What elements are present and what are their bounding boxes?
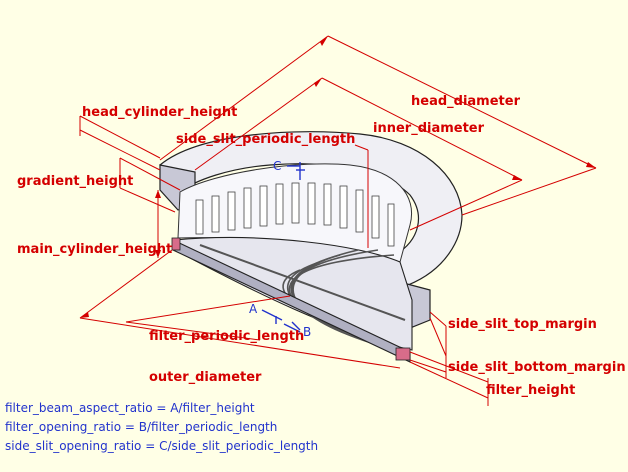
side-slit-periodic-length-label: side_slit_periodic_length bbox=[176, 132, 356, 147]
filter-cross-beam bbox=[199, 244, 406, 321]
marker-b-label: B bbox=[303, 325, 312, 339]
side-slit-bottom-margin-label: side_slit_bottom_margin bbox=[448, 360, 626, 375]
annotation-markers bbox=[261, 162, 305, 333]
head-diameter-label: head_diameter bbox=[411, 94, 520, 109]
formula-side-slit-opening-ratio: side_slit_opening_ratio = C/side_slit_pe… bbox=[5, 439, 319, 453]
head-cylinder-height-label: head_cylinder_height bbox=[82, 105, 238, 120]
filter-model bbox=[159, 131, 463, 363]
side-slits bbox=[195, 182, 395, 247]
base-right-corner bbox=[395, 347, 411, 361]
marker-a-label: A bbox=[249, 302, 258, 316]
dimension-lines bbox=[79, 35, 597, 406]
formula-filter-opening-ratio: filter_opening_ratio = B/filter_periodic… bbox=[5, 420, 278, 434]
formula-filter-beam-aspect-ratio: filter_beam_aspect_ratio = A/filter_heig… bbox=[5, 401, 255, 415]
head-outer-wall bbox=[159, 131, 463, 291]
gradient-height-label: gradient_height bbox=[17, 174, 134, 189]
filter-height-label: filter_height bbox=[486, 383, 576, 398]
inner-diameter-label: inner_diameter bbox=[373, 121, 485, 136]
side-slit-top-margin-label: side_slit_top_margin bbox=[448, 317, 597, 332]
outer-diameter-label: outer_diameter bbox=[149, 370, 262, 385]
base-left-corner bbox=[171, 237, 181, 251]
marker-c-label: C bbox=[273, 159, 282, 173]
filter-periodic-length-label: filter_periodic_length bbox=[149, 329, 305, 344]
main-cylinder-height-label: main_cylinder_height bbox=[17, 242, 173, 257]
